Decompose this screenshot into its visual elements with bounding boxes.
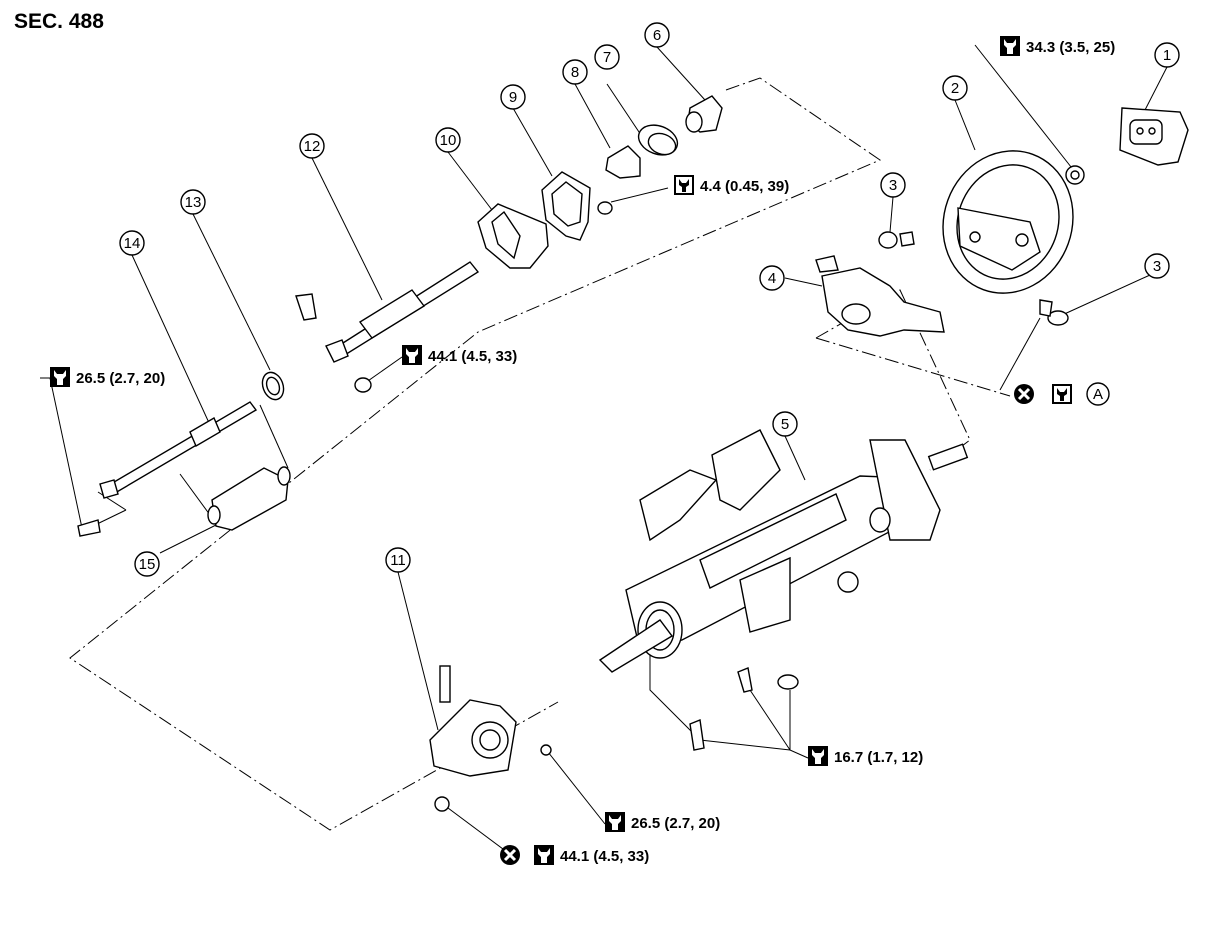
callout-12: 12	[304, 138, 321, 155]
steering-wheel	[942, 150, 1074, 294]
torque-label-1: 34.3 (3.5, 25)	[1026, 39, 1115, 56]
callout-5: 5	[781, 416, 789, 433]
callout-11: 11	[390, 552, 406, 569]
callout-circle-1	[1154, 42, 1180, 68]
callout-circle-5	[772, 411, 798, 437]
callout-circle-14	[119, 230, 145, 256]
callout-circle-4	[759, 265, 785, 291]
callout-10: 10	[440, 132, 457, 149]
callout-circle-8	[562, 59, 588, 85]
callout-circle-12	[299, 133, 325, 159]
marker-a-label: A	[1093, 386, 1103, 403]
callout-circle-9	[500, 84, 526, 110]
cap-left	[878, 231, 915, 249]
steering-wheel-nut	[1065, 165, 1085, 185]
torque-wrench-filled-icon-2	[674, 175, 694, 195]
boot	[207, 466, 291, 531]
clip	[685, 95, 723, 133]
marker-a: A	[1086, 382, 1110, 406]
callout-2: 2	[951, 80, 959, 97]
torque-label-5: 16.7 (1.7, 12)	[834, 749, 923, 766]
callout-circle-11	[385, 547, 411, 573]
torque-wrench-icon-5	[808, 746, 828, 766]
hole-cover	[477, 203, 549, 269]
callout-8: 8	[571, 64, 579, 81]
callout-6: 6	[653, 27, 661, 44]
steering-column	[598, 429, 969, 673]
do-not-reuse-icon-1	[1012, 382, 1036, 406]
horn-pad	[1119, 107, 1189, 166]
cap-right	[1039, 299, 1069, 326]
callout-circle-13	[180, 189, 206, 215]
mounting-bracket	[429, 665, 552, 812]
torque-wrench-icon-4	[50, 367, 70, 387]
ring	[261, 371, 285, 401]
intermediate-shaft	[77, 401, 258, 537]
callout-circle-6	[644, 22, 670, 48]
torque-label-4: 26.5 (2.7, 20)	[76, 370, 165, 387]
lower-shaft	[295, 261, 480, 393]
callout-1: 1	[1163, 47, 1171, 64]
callout-15: 15	[139, 556, 156, 573]
callout-circle-2	[942, 75, 968, 101]
callout-14: 14	[124, 235, 141, 252]
callout-3b: 3	[1153, 258, 1161, 275]
callout-13: 13	[185, 194, 202, 211]
torque-wrench-icon-3	[402, 345, 422, 365]
callout-9: 9	[509, 89, 517, 106]
torque-wrench-icon-6	[605, 812, 625, 832]
callout-circle-3b	[1144, 253, 1170, 279]
torque-wrench-icon-7	[534, 845, 554, 865]
combination-switch	[815, 255, 945, 337]
callout-circle-3a	[880, 172, 906, 198]
do-not-reuse-icon-2	[498, 843, 522, 867]
column-bolts	[689, 667, 799, 751]
torque-label-7: 44.1 (4.5, 33)	[560, 848, 649, 865]
torque-label-6: 26.5 (2.7, 20)	[631, 815, 720, 832]
callout-circle-15	[134, 551, 160, 577]
callout-7: 7	[603, 49, 611, 66]
gasket	[541, 171, 591, 241]
leader-lines	[40, 44, 1168, 859]
bushing	[637, 124, 679, 156]
callout-circle-10	[435, 127, 461, 153]
section-title: SEC. 488	[14, 10, 104, 33]
callout-circle-7	[594, 44, 620, 70]
torque-label-2: 4.4 (0.45, 39)	[700, 178, 789, 195]
torque-label-3: 44.1 (4.5, 33)	[428, 348, 517, 365]
callout-3a: 3	[889, 177, 897, 194]
assembly-boundary	[69, 77, 1011, 831]
torque-wrench-icon-1	[1000, 36, 1020, 56]
callout-4: 4	[768, 270, 776, 287]
torque-wrench-filled-icon-8	[1052, 384, 1072, 404]
collar	[605, 145, 641, 179]
washer-small	[597, 201, 613, 215]
